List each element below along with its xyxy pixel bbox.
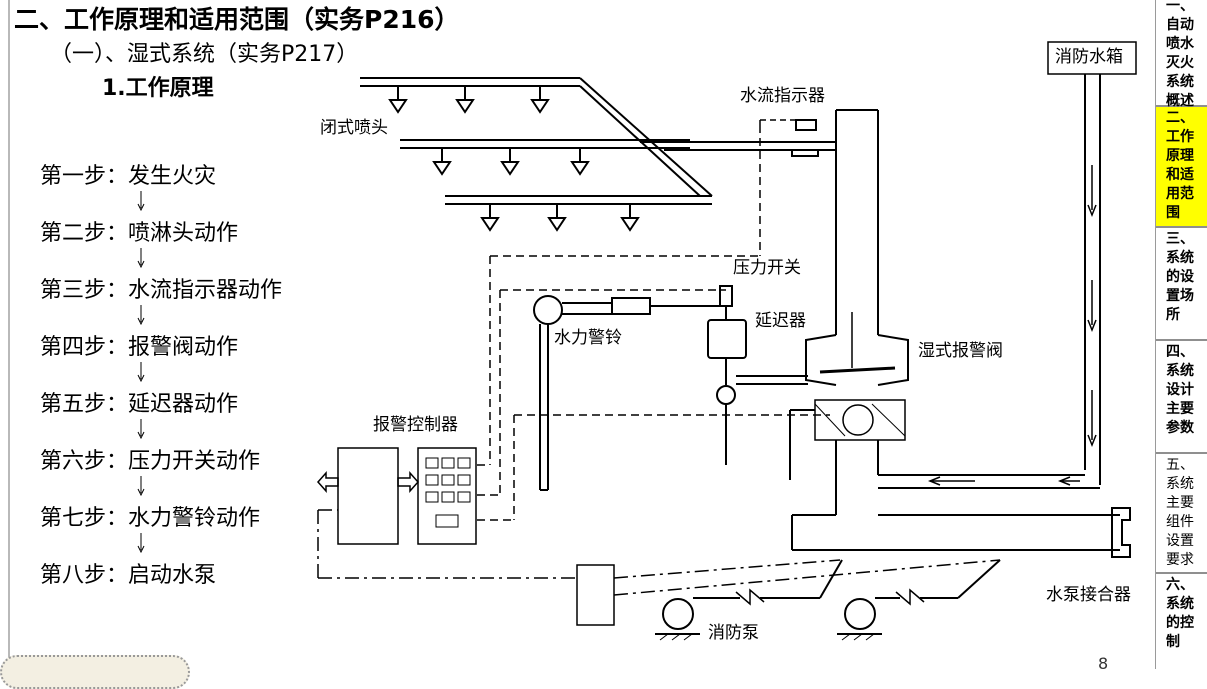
step-arrow-icon [137, 305, 145, 325]
label-retard-chamber: 延迟器 [755, 311, 806, 331]
step-arrow-icon [137, 248, 145, 268]
main-riser [835, 109, 879, 515]
sprinkler-head-icon [432, 148, 452, 176]
sidebar-item-label: 六、系统的控制 [1166, 577, 1194, 650]
sidebar-item-overview[interactable]: 一、自动喷水灭火系统概述 [1156, 0, 1207, 109]
sidebar-item-settings[interactable]: 三、系统的设置场所 [1156, 228, 1207, 341]
sidebar-item-control[interactable]: 六、系统的控制 [1156, 574, 1207, 669]
sidebar-item-label: 四、系统设计主要参数 [1166, 344, 1194, 436]
sprinkler-head-icon [500, 148, 520, 176]
sprinkler-head-icon [620, 204, 640, 232]
step-arrow-icon [137, 362, 145, 382]
sidebar-item-parameters[interactable]: 四、系统设计主要参数 [1156, 341, 1207, 454]
water-gong-icon [533, 295, 726, 491]
sidebar-item-principle[interactable]: 二、工作原理和适用范围 [1156, 107, 1207, 228]
slide: 二、工作原理和适用范围（实务P216） （一）、湿式系统（实务P217） 1.工… [0, 0, 1137, 689]
fire-pump-icon [837, 559, 1001, 641]
step-8: 第八步：启动水泵 [40, 563, 217, 588]
section-heading: 1.工作原理 [102, 76, 214, 101]
label-water-tank: 消防水箱 [1055, 47, 1123, 67]
page-number: 8 [1098, 654, 1109, 673]
slide-subtitle: （一）、湿式系统（实务P217） [50, 42, 359, 67]
step-1: 第一步：发生火灾 [40, 164, 217, 189]
sprinkler-head-icon [570, 148, 590, 176]
bottom-header-pipe [791, 507, 1131, 558]
control-lines [317, 509, 1001, 596]
label-closed-sprinkler: 闭式喷头 [320, 118, 388, 138]
sidebar-item-label: 二、工作原理和适用范围 [1166, 110, 1194, 221]
signal-lines [477, 125, 830, 521]
step-2: 第二步：喷淋头动作 [40, 221, 239, 246]
step-5: 第五步：延迟器动作 [40, 392, 239, 417]
note-shape [0, 655, 190, 689]
step-3: 第三步：水流指示器动作 [40, 278, 283, 303]
pump-control-box [576, 564, 615, 626]
sprinkler-head-icon [480, 204, 500, 232]
label-pressure-switch: 压力开关 [733, 258, 801, 278]
label-pump-connector: 水泵接合器 [1046, 585, 1131, 605]
retard-chamber-icon [707, 285, 808, 465]
step-arrow-icon [137, 419, 145, 439]
fire-pump-icon [655, 559, 843, 641]
label-alarm-controller: 报警控制器 [373, 415, 458, 435]
sidebar-item-label: 五、系统主要组件设置要求 [1166, 457, 1194, 568]
step-6: 第六步：压力开关动作 [40, 449, 261, 474]
water-tank-pipe [878, 41, 1137, 489]
alarm-controller-icon [316, 447, 477, 545]
label-water-gong: 水力警铃 [554, 328, 622, 348]
label-flow-indicator: 水流指示器 [740, 86, 825, 106]
sprinkler-head-icon [547, 204, 567, 232]
sidebar-item-label: 一、自动喷水灭火系统概述 [1166, 0, 1194, 109]
step-arrow-icon [137, 476, 145, 496]
step-7: 第七步：水力警铃动作 [40, 506, 261, 531]
slide-title: 二、工作原理和适用范围（实务P216） [14, 5, 460, 34]
step-arrow-icon [137, 533, 145, 553]
sprinkler-head-icon [388, 86, 408, 114]
section-sidebar: 一、自动喷水灭火系统概述 二、工作原理和适用范围 三、系统的设置场所 四、系统设… [1155, 0, 1207, 669]
flow-indicator-icon [759, 119, 819, 157]
wet-system-diagram: 消防水箱 水流指示器 闭式喷头 压力开关 延迟器 水力警铃 湿式报警阀 报警控制… [316, 41, 1137, 643]
label-wet-alarm-valve: 湿式报警阀 [918, 341, 1003, 361]
label-fire-pump: 消防泵 [708, 623, 759, 643]
sidebar-item-components[interactable]: 五、系统主要组件设置要求 [1156, 454, 1207, 574]
step-4: 第四步：报警阀动作 [40, 335, 239, 360]
sidebar-item-label: 三、系统的设置场所 [1166, 231, 1194, 323]
sprinkler-head-icon [530, 86, 550, 114]
wet-alarm-valve-icon [789, 312, 909, 480]
closed-sprinkler-heads [388, 86, 640, 232]
step-arrow-icon [137, 191, 145, 211]
sprinkler-head-icon [455, 86, 475, 114]
slide-left-rule [8, 0, 10, 669]
